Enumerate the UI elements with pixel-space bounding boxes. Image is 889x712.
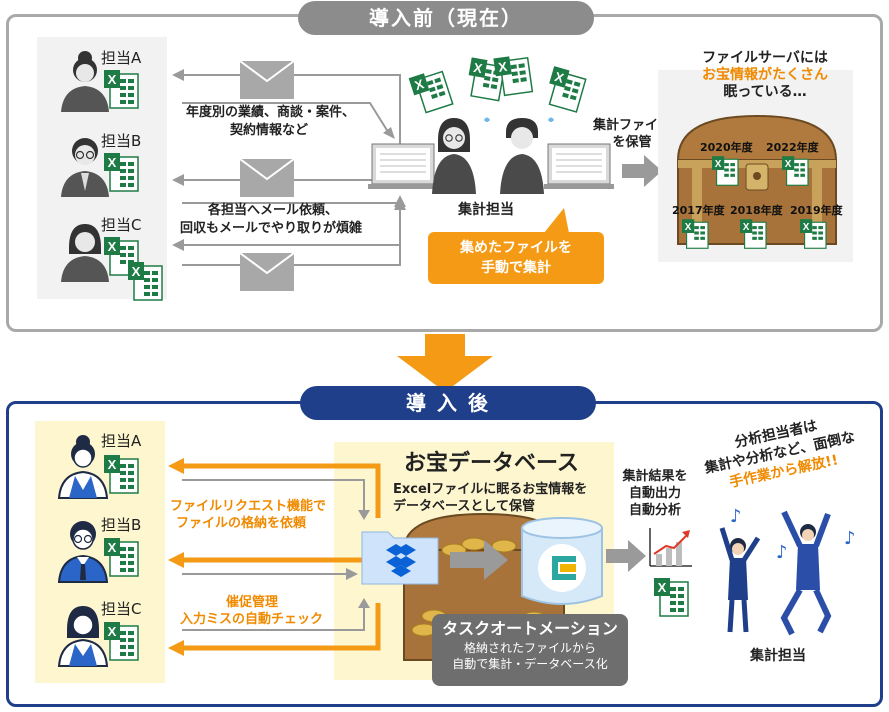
excel-file-icon: X <box>800 219 827 249</box>
task-automation-title: タスクオートメーション <box>442 619 618 638</box>
output-line3: 自動分析 <box>628 503 681 518</box>
database-icon <box>521 517 603 605</box>
svg-text:X: X <box>803 222 810 233</box>
server-text-line1: ファイルサーバには <box>702 50 828 66</box>
excel-file-icon: X <box>493 56 534 97</box>
database-desc-line2: データベースとして保管 <box>393 499 535 514</box>
before-top-message-line1: 年度別の業績、商談・案件、 <box>186 105 356 120</box>
excel-file-icon: X <box>104 538 139 577</box>
envelope-icon <box>239 252 295 291</box>
svg-text:X: X <box>108 155 117 170</box>
year-2022-label: 2022年度 <box>766 141 819 154</box>
before-person-a-label: 担当A <box>101 49 142 67</box>
output-line2: 自動出力 <box>628 486 681 501</box>
svg-text:X: X <box>472 60 483 76</box>
before-mid-message-line2: 回収もメールでやり取りが煩雑 <box>180 221 363 236</box>
excel-file-icon: X <box>782 156 809 186</box>
after-title: 導 入 後 <box>300 386 596 420</box>
before-person-b-label: 担当B <box>101 132 142 150</box>
svg-text:X: X <box>108 239 117 254</box>
excel-file-icon: X <box>548 66 587 113</box>
svg-text:X: X <box>715 159 722 170</box>
after-person-a-label: 担当A <box>101 432 142 450</box>
right-arrow-icon <box>450 540 508 580</box>
person-c-icon <box>57 606 109 667</box>
after-staff-box <box>35 421 165 683</box>
year-2017-label: 2017年度 <box>672 204 725 217</box>
after-flow-arrows <box>168 458 381 656</box>
svg-text:X: X <box>132 264 141 279</box>
store-label-line2: を保管 <box>612 135 652 150</box>
svg-text:X: X <box>497 59 508 75</box>
database-desc-line1: Excelファイルに眠るお宝情報を <box>393 482 588 497</box>
after-aggregator-label: 集計担当 <box>750 648 806 664</box>
svg-text:X: X <box>108 540 117 555</box>
output-line1: 集計結果を <box>622 469 688 484</box>
excel-file-icon: X <box>104 237 139 276</box>
server-text-line2: お宝情報がたくさん <box>702 67 828 83</box>
svg-text:♪: ♪ <box>730 506 742 527</box>
excel-file-icon: X <box>740 219 767 249</box>
before-title: 導入前（現在） <box>298 1 594 35</box>
person-b-icon <box>61 138 109 197</box>
svg-text:♪: ♪ <box>844 528 856 549</box>
celebrating-people-icon: ♪ ♪ ♪ <box>719 506 856 636</box>
excel-file-icon: X <box>682 219 709 249</box>
store-label-line1: 集計ファイル <box>592 118 671 133</box>
person-a-icon <box>57 435 109 499</box>
envelope-icon <box>239 60 295 99</box>
manual-aggregation-callout: 集めたファイルを 手動で集計 <box>428 232 604 284</box>
svg-text:X: X <box>685 222 692 233</box>
person-b-icon <box>57 521 109 583</box>
file-request-line1: ファイルリクエスト機能で <box>170 499 327 514</box>
svg-text:X: X <box>743 222 750 233</box>
before-aggregator-label: 集計担当 <box>458 202 514 218</box>
svg-text:X: X <box>108 457 117 472</box>
year-2018-label: 2018年度 <box>730 204 783 217</box>
before-top-message-line2: 契約情報など <box>230 123 309 138</box>
down-arrow-icon <box>397 334 493 392</box>
manual-aggregation-line2: 手動で集計 <box>481 260 551 276</box>
before-person-c-label: 担当C <box>101 216 142 234</box>
after-person-c-label: 担当C <box>101 600 142 618</box>
after-person-b-label: 担当B <box>101 516 142 534</box>
server-text-line3: 眠っている… <box>723 84 807 100</box>
envelope-icon <box>239 158 295 197</box>
svg-text:X: X <box>413 76 426 93</box>
person-c-icon <box>61 224 109 282</box>
excel-file-icon: X <box>104 622 139 661</box>
before-staff-box <box>37 37 167 299</box>
task-automation-line2: 自動で集計・データベース化 <box>452 657 608 671</box>
file-request-line2: ファイルの格納を依頼 <box>176 516 307 531</box>
svg-text:X: X <box>785 159 792 170</box>
year-2020-label: 2020年度 <box>700 141 753 154</box>
dropbox-folder-icon <box>361 531 439 585</box>
svg-text:X: X <box>108 72 117 87</box>
database-title: お宝データベース <box>404 451 579 476</box>
reminder-line2: 入力ミスの自動チェック <box>180 612 324 627</box>
manual-aggregation-line1: 集めたファイルを <box>460 240 572 256</box>
excel-file-icon: X <box>104 455 139 494</box>
excel-file-icon: X <box>712 156 739 186</box>
year-2019-label: 2019年度 <box>790 204 843 217</box>
before-mid-message-line1: 各担当へメール依頼、 <box>208 203 339 218</box>
excel-file-icon: X <box>654 578 689 617</box>
task-automation-line1: 格納されたファイルから <box>463 641 596 655</box>
right-arrow-icon <box>606 540 646 572</box>
person-a-icon <box>61 51 109 112</box>
svg-text:X: X <box>108 624 117 639</box>
callout-pointer <box>540 208 570 238</box>
right-arrow-icon <box>622 155 662 187</box>
svg-text:X: X <box>658 580 667 595</box>
svg-text:♪: ♪ <box>776 542 788 563</box>
aggregator-workers-icon <box>368 117 614 194</box>
task-automation-box: タスクオートメーション 格納されたファイルから 自動で集計・データベース化 <box>432 614 628 686</box>
excel-file-icon: X <box>104 153 139 192</box>
reminder-line1: 催促管理 <box>226 595 279 610</box>
excel-file-icon: X <box>408 70 454 114</box>
excel-file-icon: X <box>128 262 163 301</box>
growth-chart-icon <box>646 524 694 570</box>
excel-file-icon: X <box>104 70 139 109</box>
